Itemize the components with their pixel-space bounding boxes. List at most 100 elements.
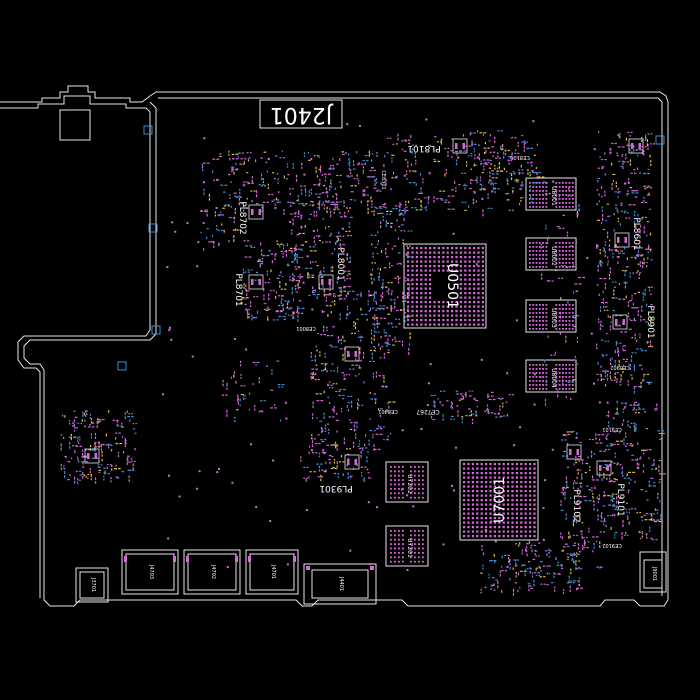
passive-pad: [650, 160, 652, 163]
passive-pad: [343, 389, 347, 391]
passive-pad: [362, 166, 365, 169]
passive-pad: [367, 207, 369, 211]
passive-pad: [385, 385, 388, 388]
bga-pad: [529, 535, 532, 538]
passive-pad: [612, 281, 614, 283]
mem1-label: U8001: [550, 186, 557, 206]
flash-pad: [394, 488, 396, 490]
passive-pad: [561, 491, 563, 494]
passive-pad: [333, 472, 337, 475]
memory-chip-3[interactable]: U8003: [525, 299, 577, 333]
passive-pad: [483, 147, 487, 149]
passive-pad: [642, 294, 645, 296]
bga-pad: [493, 499, 496, 502]
cpu-chip[interactable]: U0501: [403, 243, 487, 329]
passive-pad: [307, 276, 309, 279]
passive-pad: [405, 277, 407, 279]
mem-pad: [529, 372, 531, 374]
main-connector[interactable]: J2401: [259, 99, 343, 129]
flash-pad: [414, 547, 416, 550]
bga-pad: [485, 535, 488, 538]
passive-pad: [637, 263, 640, 265]
passive-pad: [330, 185, 332, 189]
passive-pad: [241, 298, 244, 300]
passive-pad: [489, 171, 491, 174]
passive-pad: [245, 297, 249, 299]
memory-chip-1[interactable]: U8001: [525, 177, 577, 211]
bga-pad: [476, 472, 479, 475]
passive-pad: [606, 415, 609, 417]
passive-pad: [451, 406, 453, 410]
passive-pad: [459, 150, 463, 152]
passive-pad: [316, 463, 319, 465]
passive-pad: [345, 448, 348, 450]
bga-pad: [468, 260, 471, 263]
connector-j4401[interactable]: J4401: [303, 563, 377, 605]
passive-pad: [611, 357, 613, 360]
passive-pad: [382, 279, 384, 282]
mem-pad: [538, 258, 541, 260]
passive-pad: [604, 464, 608, 466]
passive-pad: [632, 409, 635, 411]
mem-pad: [542, 388, 544, 390]
passive-pad: [637, 386, 641, 388]
passive-pad: [178, 495, 181, 498]
passive-pad: [229, 157, 231, 161]
memory-chip-2[interactable]: U8002: [525, 237, 577, 271]
connector-j4703[interactable]: J4703: [121, 549, 179, 595]
bga-pad: [455, 314, 458, 317]
connector-j9001[interactable]: J9001: [639, 551, 667, 593]
passive-pad: [570, 431, 573, 433]
passive-pad: [546, 280, 550, 282]
passive-pad: [483, 189, 486, 191]
memory-chip-4[interactable]: U8004: [525, 359, 577, 393]
passive-pad: [655, 467, 658, 469]
passive-pad: [74, 416, 78, 418]
passive-pad: [609, 371, 612, 374]
passive-pad: [572, 379, 576, 381]
passive-pad: [280, 310, 284, 312]
passive-pad: [313, 214, 315, 217]
passive-pad: [97, 421, 99, 424]
passive-pad: [295, 178, 298, 182]
passive-pad: [289, 192, 291, 196]
connector-j4702[interactable]: J4702: [183, 549, 241, 595]
bga-pad: [533, 463, 536, 466]
flash-chip-2[interactable]: U7201: [385, 525, 429, 567]
pch-chip[interactable]: U7001: [459, 459, 539, 541]
flash-pad: [410, 547, 412, 550]
passive-pad: [372, 252, 374, 255]
passive-pad: [518, 202, 521, 206]
passive-pad: [408, 288, 410, 292]
passive-pad: [371, 352, 373, 356]
flash-pad: [414, 492, 416, 495]
passive-pad: [496, 167, 499, 170]
passive-pad: [233, 371, 236, 374]
bga-pad: [533, 521, 536, 524]
passive-pad: [324, 424, 327, 427]
passive-pad: [456, 393, 459, 395]
passive-pad: [626, 193, 630, 195]
passive-pad: [619, 342, 622, 344]
passive-pad: [491, 173, 495, 175]
mem-pad: [568, 328, 571, 330]
bga-pad: [507, 485, 510, 488]
passive-pad: [627, 477, 631, 479]
passive-pad: [497, 397, 501, 399]
passive-pad: [633, 422, 636, 424]
passive-pad: [323, 333, 326, 336]
bga-pad: [520, 503, 523, 506]
flash-pad: [418, 492, 420, 495]
passive-pad: [498, 157, 502, 159]
connector-j3701[interactable]: J3701: [75, 567, 109, 603]
passive-pad: [392, 338, 394, 341]
bga-pad: [511, 508, 514, 511]
passive-pad: [377, 267, 379, 270]
passive-pad: [548, 572, 551, 575]
passive-pad: [609, 477, 611, 480]
flash-chip-1[interactable]: U7202: [385, 461, 429, 503]
connector-j4701[interactable]: J4701: [245, 549, 299, 595]
passive-pad: [324, 427, 327, 430]
passive-pad: [301, 215, 303, 219]
passive-pad: [522, 183, 524, 187]
